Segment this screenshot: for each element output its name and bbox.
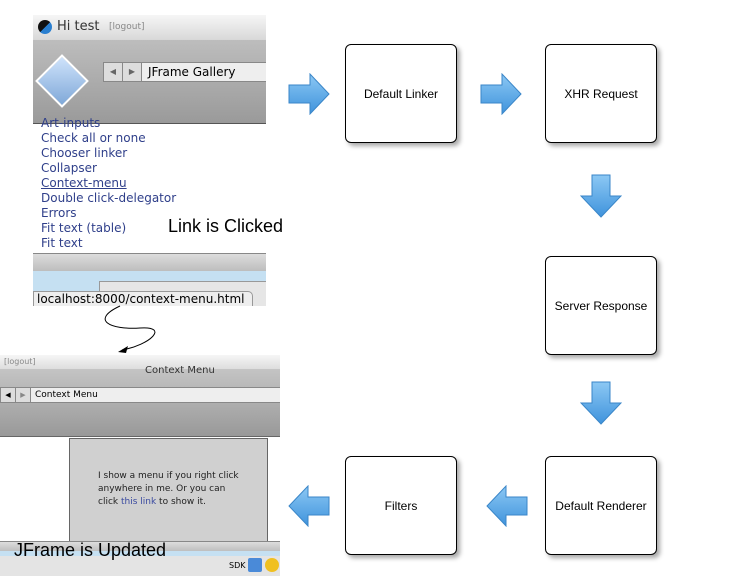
- link-item[interactable]: Double click-delegator: [41, 191, 177, 205]
- link-item-active[interactable]: Context-menu: [41, 176, 127, 190]
- arrow-right-icon: [480, 73, 522, 115]
- link-list: Art-inputs Check all or none Chooser lin…: [41, 116, 176, 251]
- gallery-screenshot: Hi test [logout] ◀ ▶ JFrame Gallery Art-…: [33, 15, 266, 306]
- logout-link[interactable]: [logout]: [109, 22, 145, 32]
- link-item[interactable]: Collapser: [41, 161, 97, 175]
- curved-arrow-icon: [104, 305, 156, 353]
- arrow-down-icon: [580, 381, 622, 425]
- link-item[interactable]: Check all or none: [41, 131, 146, 145]
- forward-button[interactable]: ▶: [122, 62, 142, 82]
- default-linker-box: Default Linker: [345, 44, 457, 143]
- box-label: Server Response: [554, 298, 648, 313]
- logout-link[interactable]: [logout]: [4, 357, 36, 366]
- status-url: localhost:8000/context-menu.html: [33, 291, 253, 306]
- location-field[interactable]: Context Menu: [30, 387, 280, 403]
- box-label: Default Linker: [363, 86, 439, 101]
- toolbar: Context Menu ◀ ▶ Context Menu: [0, 365, 280, 437]
- context-menu-screenshot: [logout] Context Menu ◀ ▶ Context Menu I…: [0, 355, 280, 576]
- arrow-left-icon: [288, 485, 330, 527]
- link-item[interactable]: Errors: [41, 206, 77, 220]
- dock: SDK: [0, 556, 280, 576]
- forward-button[interactable]: ▶: [15, 387, 31, 403]
- arrow-down-icon: [580, 174, 622, 218]
- link-item[interactable]: Fit text (table): [41, 221, 127, 235]
- app-dock-icon[interactable]: [248, 558, 262, 572]
- body-text: to show it.: [156, 497, 206, 507]
- location-field[interactable]: JFrame Gallery: [141, 62, 266, 82]
- app-dock-icon[interactable]: [265, 558, 279, 572]
- sdk-label: SDK: [229, 561, 246, 570]
- back-button[interactable]: ◀: [0, 387, 16, 403]
- arrow-left-icon: [486, 485, 528, 527]
- box-label: Filters: [384, 498, 418, 513]
- body-text: I show a menu if you right click anywher…: [98, 471, 239, 507]
- filters-box: Filters: [345, 456, 457, 555]
- link-item[interactable]: Fit text: [41, 236, 83, 250]
- show-menu-link[interactable]: this link: [120, 497, 157, 507]
- caption-link-clicked: Link is Clicked: [168, 216, 284, 236]
- footer-bar: [33, 253, 266, 272]
- link-item[interactable]: Art-inputs: [41, 116, 101, 130]
- server-response-box: Server Response: [545, 256, 657, 355]
- title-bar: Hi test [logout]: [33, 15, 266, 41]
- app-icon: [35, 54, 89, 108]
- box-label: XHR Request: [564, 86, 638, 101]
- caption-jframe-updated: JFrame is Updated: [14, 540, 167, 560]
- default-renderer-box: Default Renderer: [545, 456, 657, 555]
- arrow-right-icon: [288, 73, 330, 115]
- box-label: Default Renderer: [555, 498, 647, 513]
- xhr-request-box: XHR Request: [545, 44, 657, 143]
- greeting: Hi test: [57, 19, 100, 34]
- window-title: Context Menu: [145, 365, 215, 376]
- toolbar: ◀ ▶ JFrame Gallery: [33, 40, 266, 124]
- back-button[interactable]: ◀: [103, 62, 123, 82]
- app-logo-icon: [38, 20, 52, 34]
- link-item[interactable]: Chooser linker: [41, 146, 128, 160]
